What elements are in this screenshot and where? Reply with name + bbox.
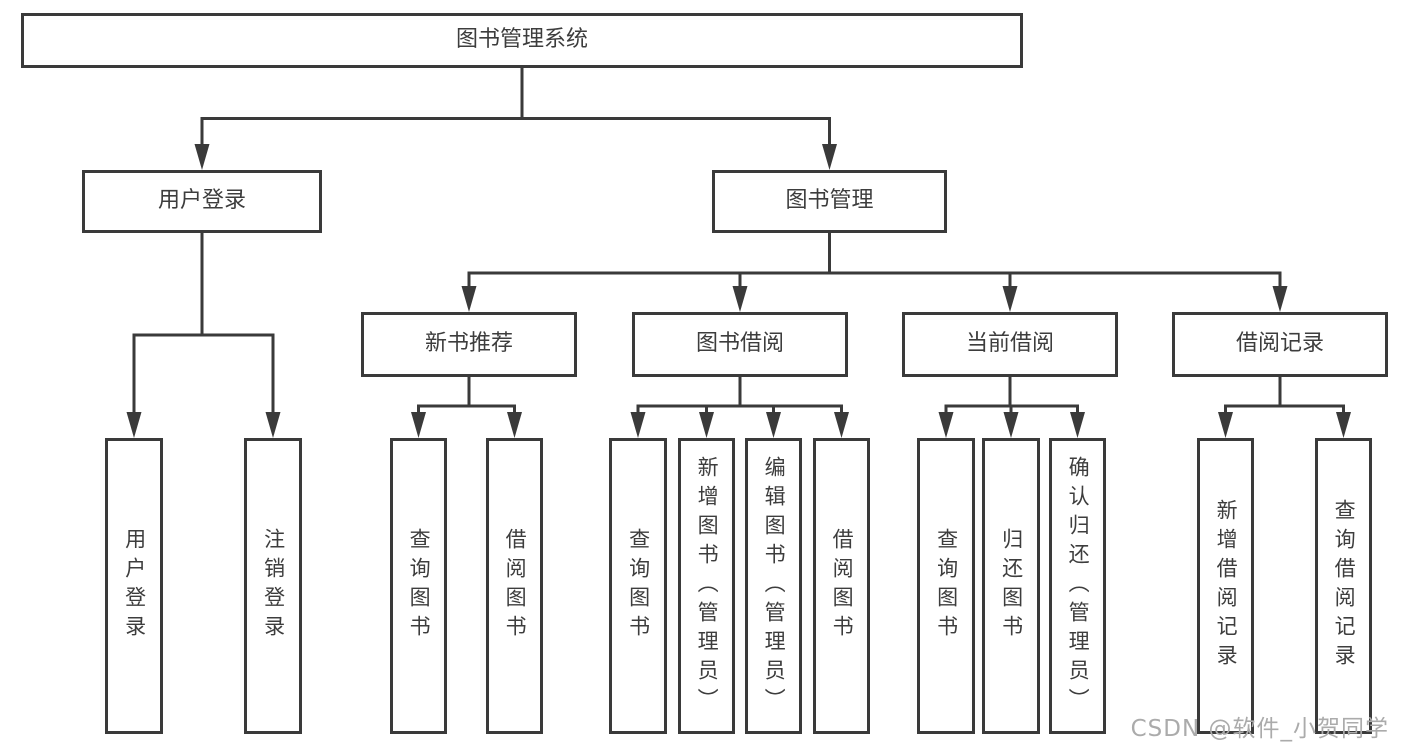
- leaf-user-login: 用户登录: [105, 438, 163, 734]
- leaf-edit-books-admin: 编辑图书（管理员）: [745, 438, 802, 734]
- connector-root-to-level2: [200, 66, 831, 148]
- arrow-down-icon: [1070, 412, 1085, 438]
- arrow-down-icon: [822, 144, 837, 170]
- arrow-down-icon: [507, 412, 522, 438]
- connector-book-borrowing-to-leaves: [636, 375, 843, 414]
- leaf-query-books-borrowing: 查询图书: [609, 438, 667, 734]
- connector-new-book-to-leaves: [417, 375, 516, 414]
- arrow-down-icon: [411, 412, 426, 438]
- leaf-borrow-books-borrowing: 借阅图书: [813, 438, 870, 734]
- arrow-down-icon: [194, 144, 210, 170]
- arrow-down-icon: [265, 412, 281, 438]
- leaf-borrow-books-recommend: 借阅图书: [486, 438, 543, 734]
- arrow-down-icon: [1003, 412, 1019, 438]
- leaf-return-books: 归还图书: [982, 438, 1040, 734]
- arrow-down-icon: [699, 412, 714, 438]
- arrow-down-icon: [126, 412, 142, 438]
- arrow-down-icon: [1336, 412, 1351, 438]
- leaf-logout: 注销登录: [244, 438, 302, 734]
- arrow-down-icon: [732, 286, 748, 312]
- leaf-confirm-return-admin: 确认归还（管理员）: [1049, 438, 1106, 734]
- node-current-borrowing: 当前借阅: [902, 312, 1118, 377]
- node-borrowing-records: 借阅记录: [1172, 312, 1388, 377]
- leaf-add-books-admin: 新增图书（管理员）: [678, 438, 735, 734]
- node-book-borrowing: 图书借阅: [632, 312, 848, 377]
- arrow-down-icon: [630, 412, 646, 438]
- connector-user-login-to-leaves: [132, 231, 275, 414]
- node-user-login: 用户登录: [82, 170, 322, 233]
- arrow-down-icon: [1002, 286, 1018, 312]
- node-library-system: 图书管理系统: [21, 13, 1023, 68]
- arrow-down-icon: [1218, 412, 1233, 438]
- node-book-management: 图书管理: [712, 170, 947, 233]
- connector-current-borrowing-to-leaves: [944, 375, 1079, 414]
- arrow-down-icon: [938, 412, 954, 438]
- leaf-query-borrow-record: 查询借阅记录: [1315, 438, 1372, 734]
- arrow-down-icon: [461, 286, 477, 312]
- connector-borrow-records-to-leaves: [1224, 375, 1345, 414]
- arrow-down-icon: [1272, 286, 1288, 312]
- arrow-down-icon: [834, 412, 849, 438]
- node-new-book-recommendation: 新书推荐: [361, 312, 577, 377]
- leaf-query-books-recommend: 查询图书: [390, 438, 447, 734]
- csdn-watermark: CSDN @软件_小贺同学: [1130, 716, 1389, 742]
- leaf-query-books-current: 查询图书: [917, 438, 975, 734]
- connector-book-management-to-level3: [467, 231, 1282, 290]
- arrow-down-icon: [766, 412, 781, 438]
- leaf-add-borrow-record: 新增借阅记录: [1197, 438, 1254, 734]
